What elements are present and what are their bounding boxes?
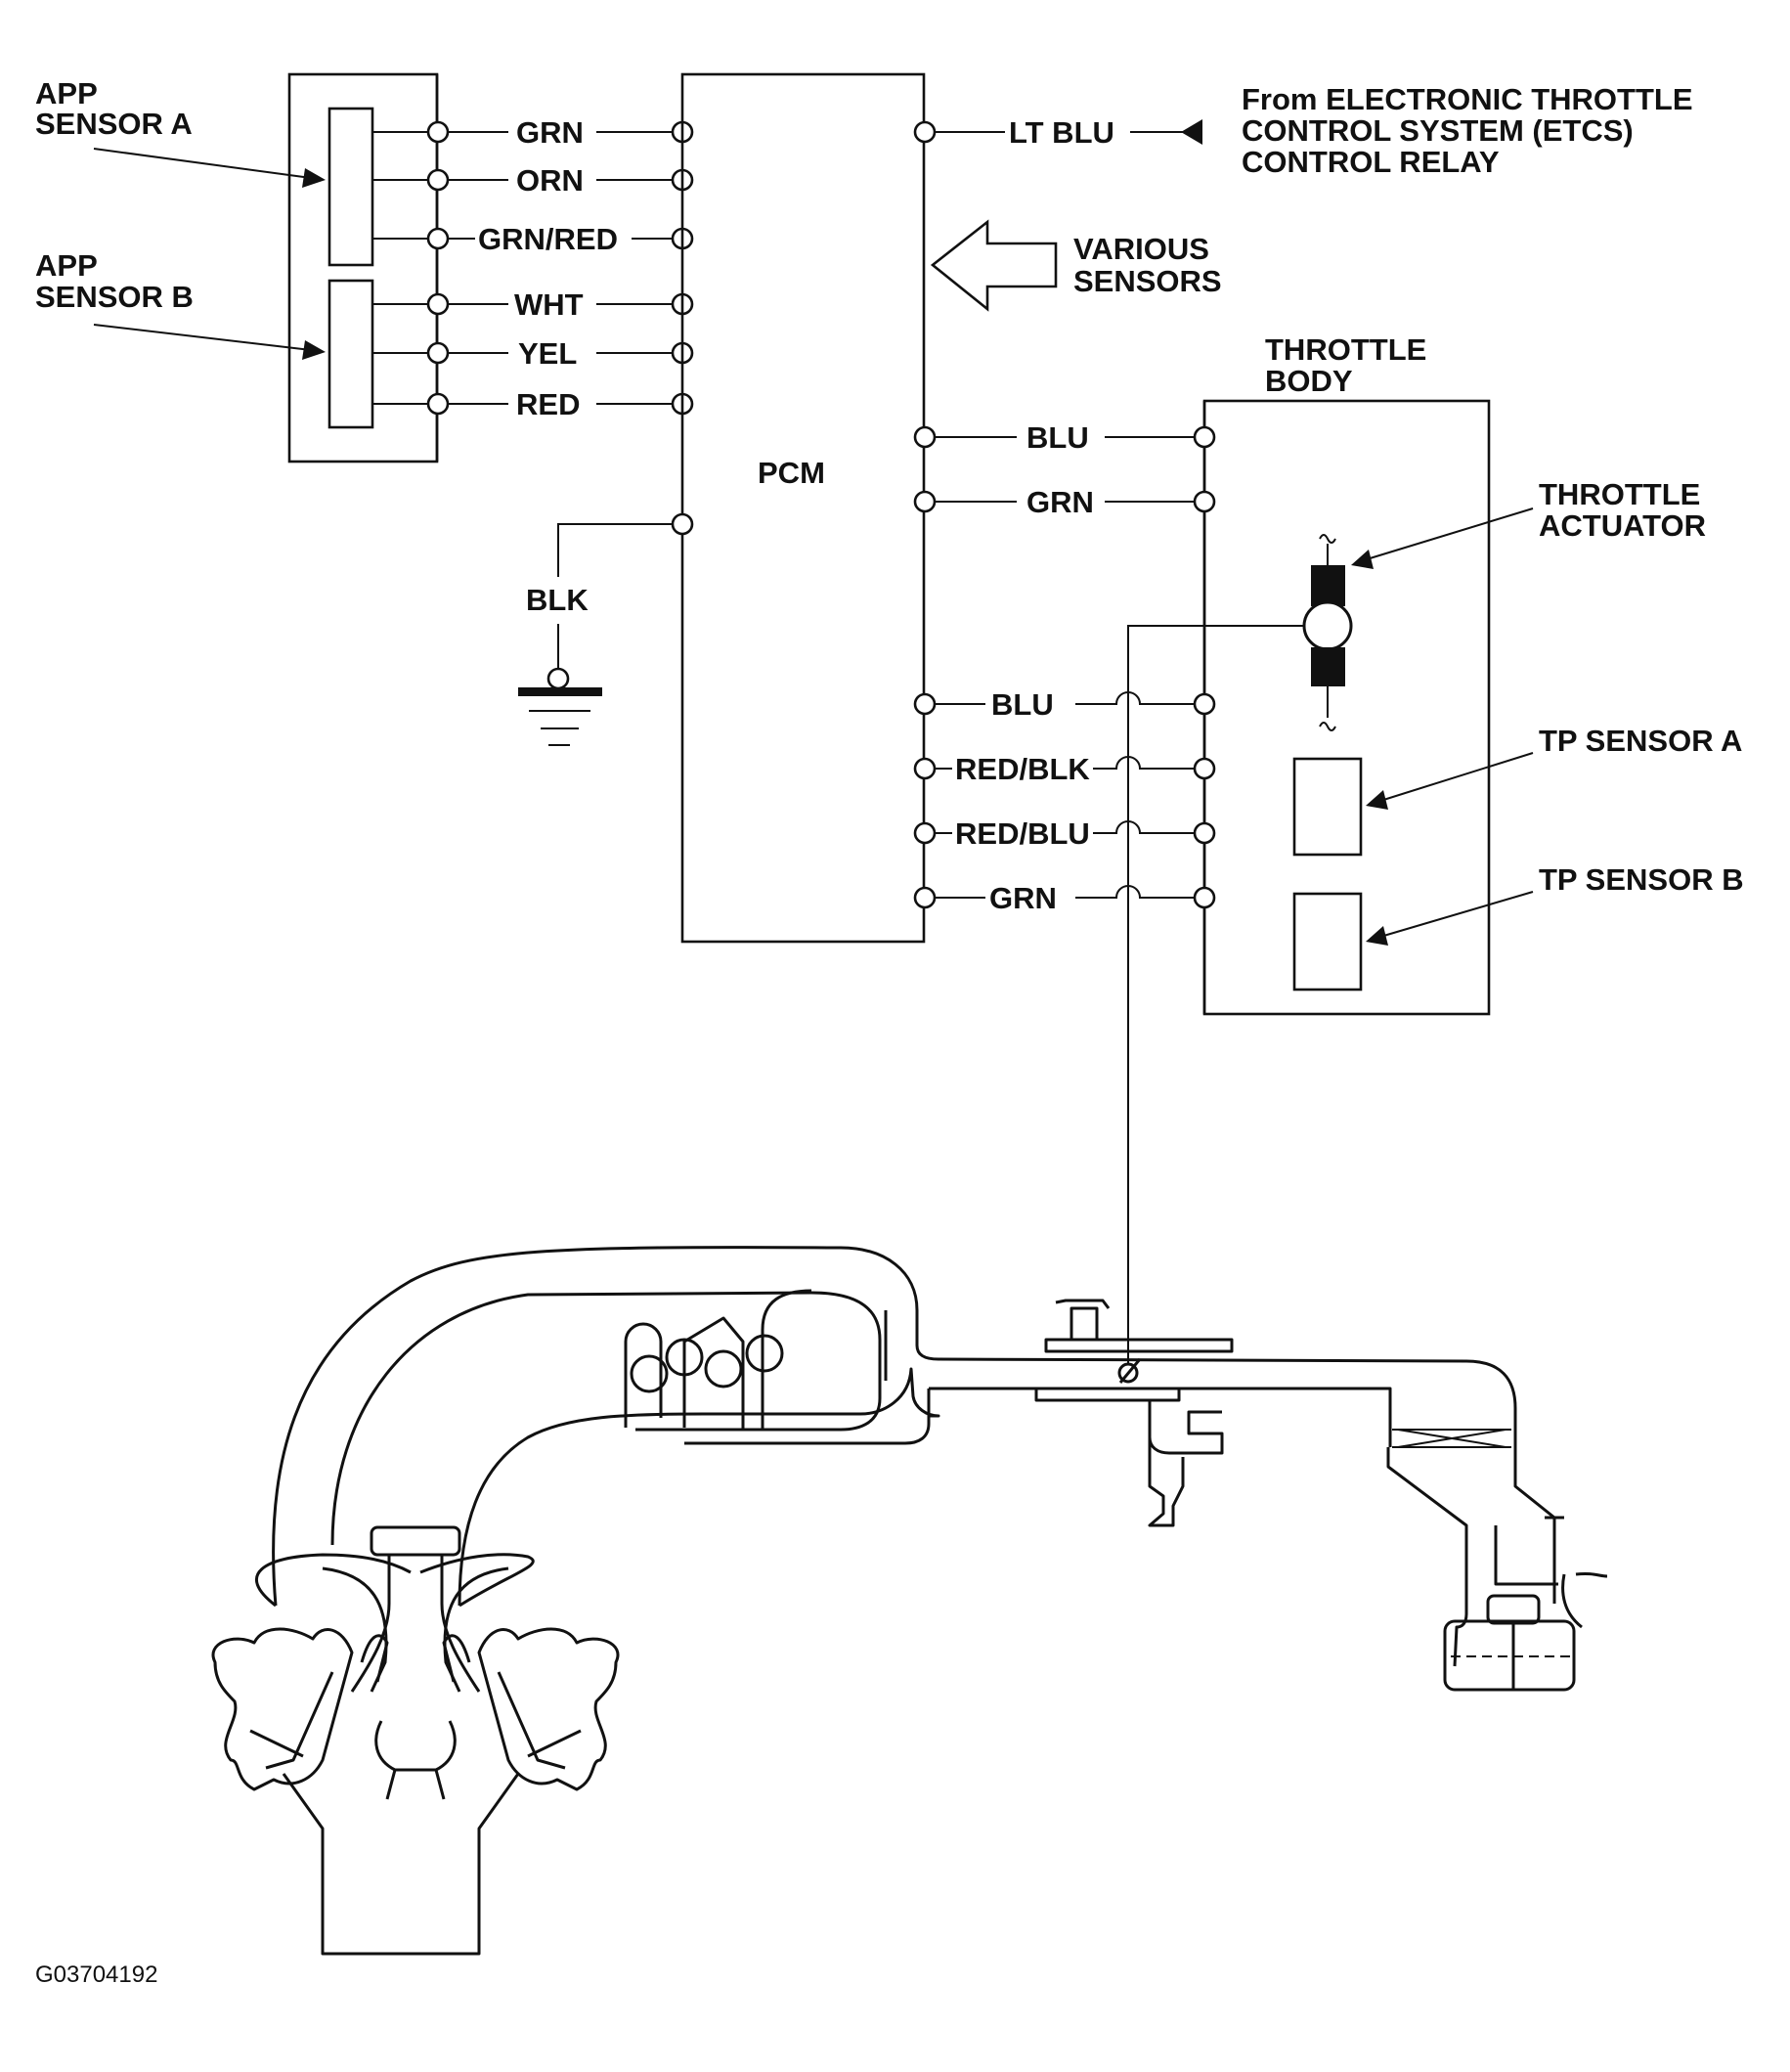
throttle-body-terminal — [1193, 757, 1216, 780]
pcm-terminal — [671, 512, 694, 536]
engine-intake-illustration — [211, 1246, 1608, 1956]
app-connector-terminal — [426, 227, 450, 250]
app-connector-terminal — [426, 292, 450, 316]
figure-id: G03704192 — [35, 1962, 157, 1988]
pcm-to-throttle-wires: BLU GRN BLU RED/BLK RED/BLU GRN — [913, 420, 1304, 1365]
pcm-terminal — [913, 490, 937, 513]
app-connector-terminal — [426, 120, 450, 144]
wire-label: LT BLU — [1009, 115, 1114, 150]
app-sensor-b-arrow — [93, 324, 326, 360]
various-sensors-input: VARIOUS SENSORS — [930, 219, 1222, 312]
arrow-icon — [1181, 119, 1202, 145]
throttle-actuator-label: THROTTLE ACTUATOR — [1539, 477, 1709, 543]
throttle-body-terminal — [1193, 425, 1216, 449]
pcm-terminal — [913, 120, 937, 144]
ground-symbol — [518, 687, 602, 696]
pcm-terminal — [913, 425, 937, 449]
tp-sensor-b-element — [1292, 892, 1363, 992]
app-connector-terminal — [426, 392, 450, 416]
pcm-terminal — [913, 821, 937, 845]
wire-label: RED — [516, 387, 580, 421]
etcs-relay-input: LT BLU From ELECTRONIC THROTTLE CONTROL … — [913, 82, 1701, 179]
throttle-body-label: THROTTLE BODY — [1265, 332, 1435, 398]
throttle-body: THROTTLE BODY THROTTLE ACTUATOR TP SENSO… — [1202, 332, 1744, 1016]
tp-sensor-b-label: TP SENSOR B — [1539, 862, 1744, 897]
pcm-terminal — [913, 692, 937, 716]
pcm-terminal — [913, 757, 937, 780]
app-connector-terminal — [426, 168, 450, 192]
air-cleaner — [1386, 1429, 1608, 1692]
input-arrow-icon — [930, 219, 1058, 312]
app-sensor-b-label: APP SENSOR B — [35, 248, 194, 314]
wire-label: WHT — [514, 287, 584, 322]
throttle-body-terminal — [1193, 490, 1216, 513]
throttle-body-terminal — [1193, 821, 1216, 845]
wire-label: GRN — [516, 115, 584, 150]
wire-label: GRN — [1026, 485, 1094, 519]
wire-label: GRN/RED — [478, 222, 618, 256]
app-sensor-a-arrow — [93, 148, 326, 188]
app-sensor-b-element — [327, 279, 374, 429]
throttle-actuator-arrow — [1351, 507, 1534, 569]
v-engine-block — [211, 1525, 620, 1956]
wire-label: YEL — [518, 336, 577, 371]
throttle-actuator-motor — [1302, 534, 1353, 731]
throttle-plate-assembly — [1034, 1299, 1234, 1527]
ground-circuit: BLK — [518, 512, 694, 746]
etcs-relay-label: From ELECTRONIC THROTTLE CONTROL SYSTEM … — [1242, 82, 1701, 179]
pcm-label: PCM — [758, 456, 825, 490]
wire-label: RED/BLK — [955, 752, 1090, 786]
intake-runner-loops — [624, 1289, 812, 1430]
wire-label: BLU — [991, 687, 1054, 722]
wire-label: BLU — [1026, 420, 1089, 455]
app-connector-terminal — [426, 341, 450, 365]
pcm-terminal — [913, 886, 937, 909]
wire-label: ORN — [516, 163, 584, 198]
app-sensor-a-element — [327, 107, 374, 267]
various-sensors-label: VARIOUS SENSORS — [1073, 232, 1222, 298]
app-to-pcm-wires: GRN ORN GRN/RED WHT YEL RED — [372, 115, 694, 421]
ground-wire-label: BLK — [526, 583, 589, 617]
tp-sensor-a-arrow — [1366, 752, 1534, 810]
tp-sensor-b-arrow — [1366, 891, 1534, 946]
throttle-body-terminal — [1193, 692, 1216, 716]
throttle-body-terminal — [1193, 886, 1216, 909]
tp-sensor-a-element — [1292, 757, 1363, 857]
pcm-module: PCM — [680, 72, 926, 944]
tp-sensor-a-label: TP SENSOR A — [1539, 724, 1742, 758]
app-sensor-a-label: APP SENSOR A — [35, 76, 193, 141]
wire-label: RED/BLU — [955, 816, 1090, 851]
wire-label: GRN — [989, 881, 1057, 915]
